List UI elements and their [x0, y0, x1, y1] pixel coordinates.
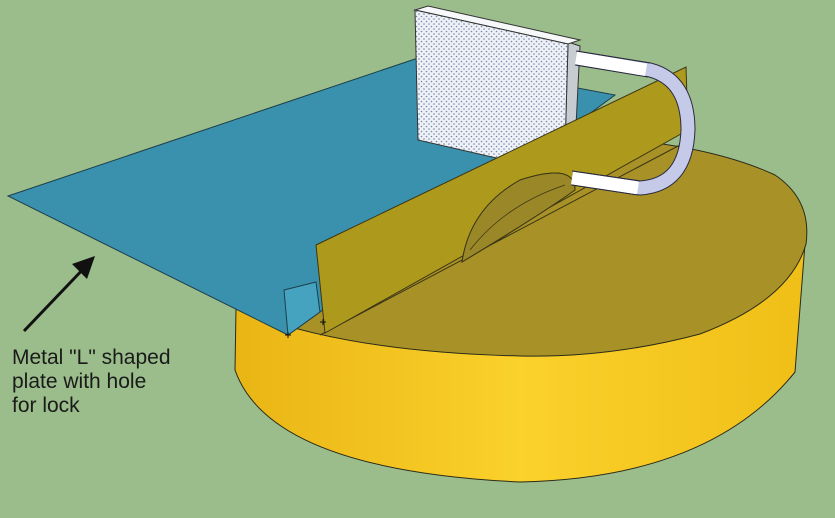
- annotation-label: Metal "L" shaped plate with hole for loc…: [12, 346, 242, 418]
- shackle-tube-white: [571, 51, 648, 195]
- arrow-up-right-icon: [22, 256, 95, 333]
- vertical-plate-hole-arc: [469, 184, 566, 251]
- annotation-line-1: Metal "L" shaped: [12, 346, 171, 369]
- cylinder-top-seam: [319, 144, 681, 336]
- shackle-tube-outline: [571, 50, 651, 196]
- shackle-tube-fill: [571, 51, 695, 195]
- vertical-plate-hole-shadow: [461, 172, 576, 263]
- corner-marker: [285, 319, 326, 338]
- lock-shackle: [570, 50, 696, 196]
- annotation-line-2: plate with hole: [12, 370, 147, 393]
- annotation-line-3: for lock: [12, 394, 80, 417]
- l-plate-edge: [283, 281, 321, 336]
